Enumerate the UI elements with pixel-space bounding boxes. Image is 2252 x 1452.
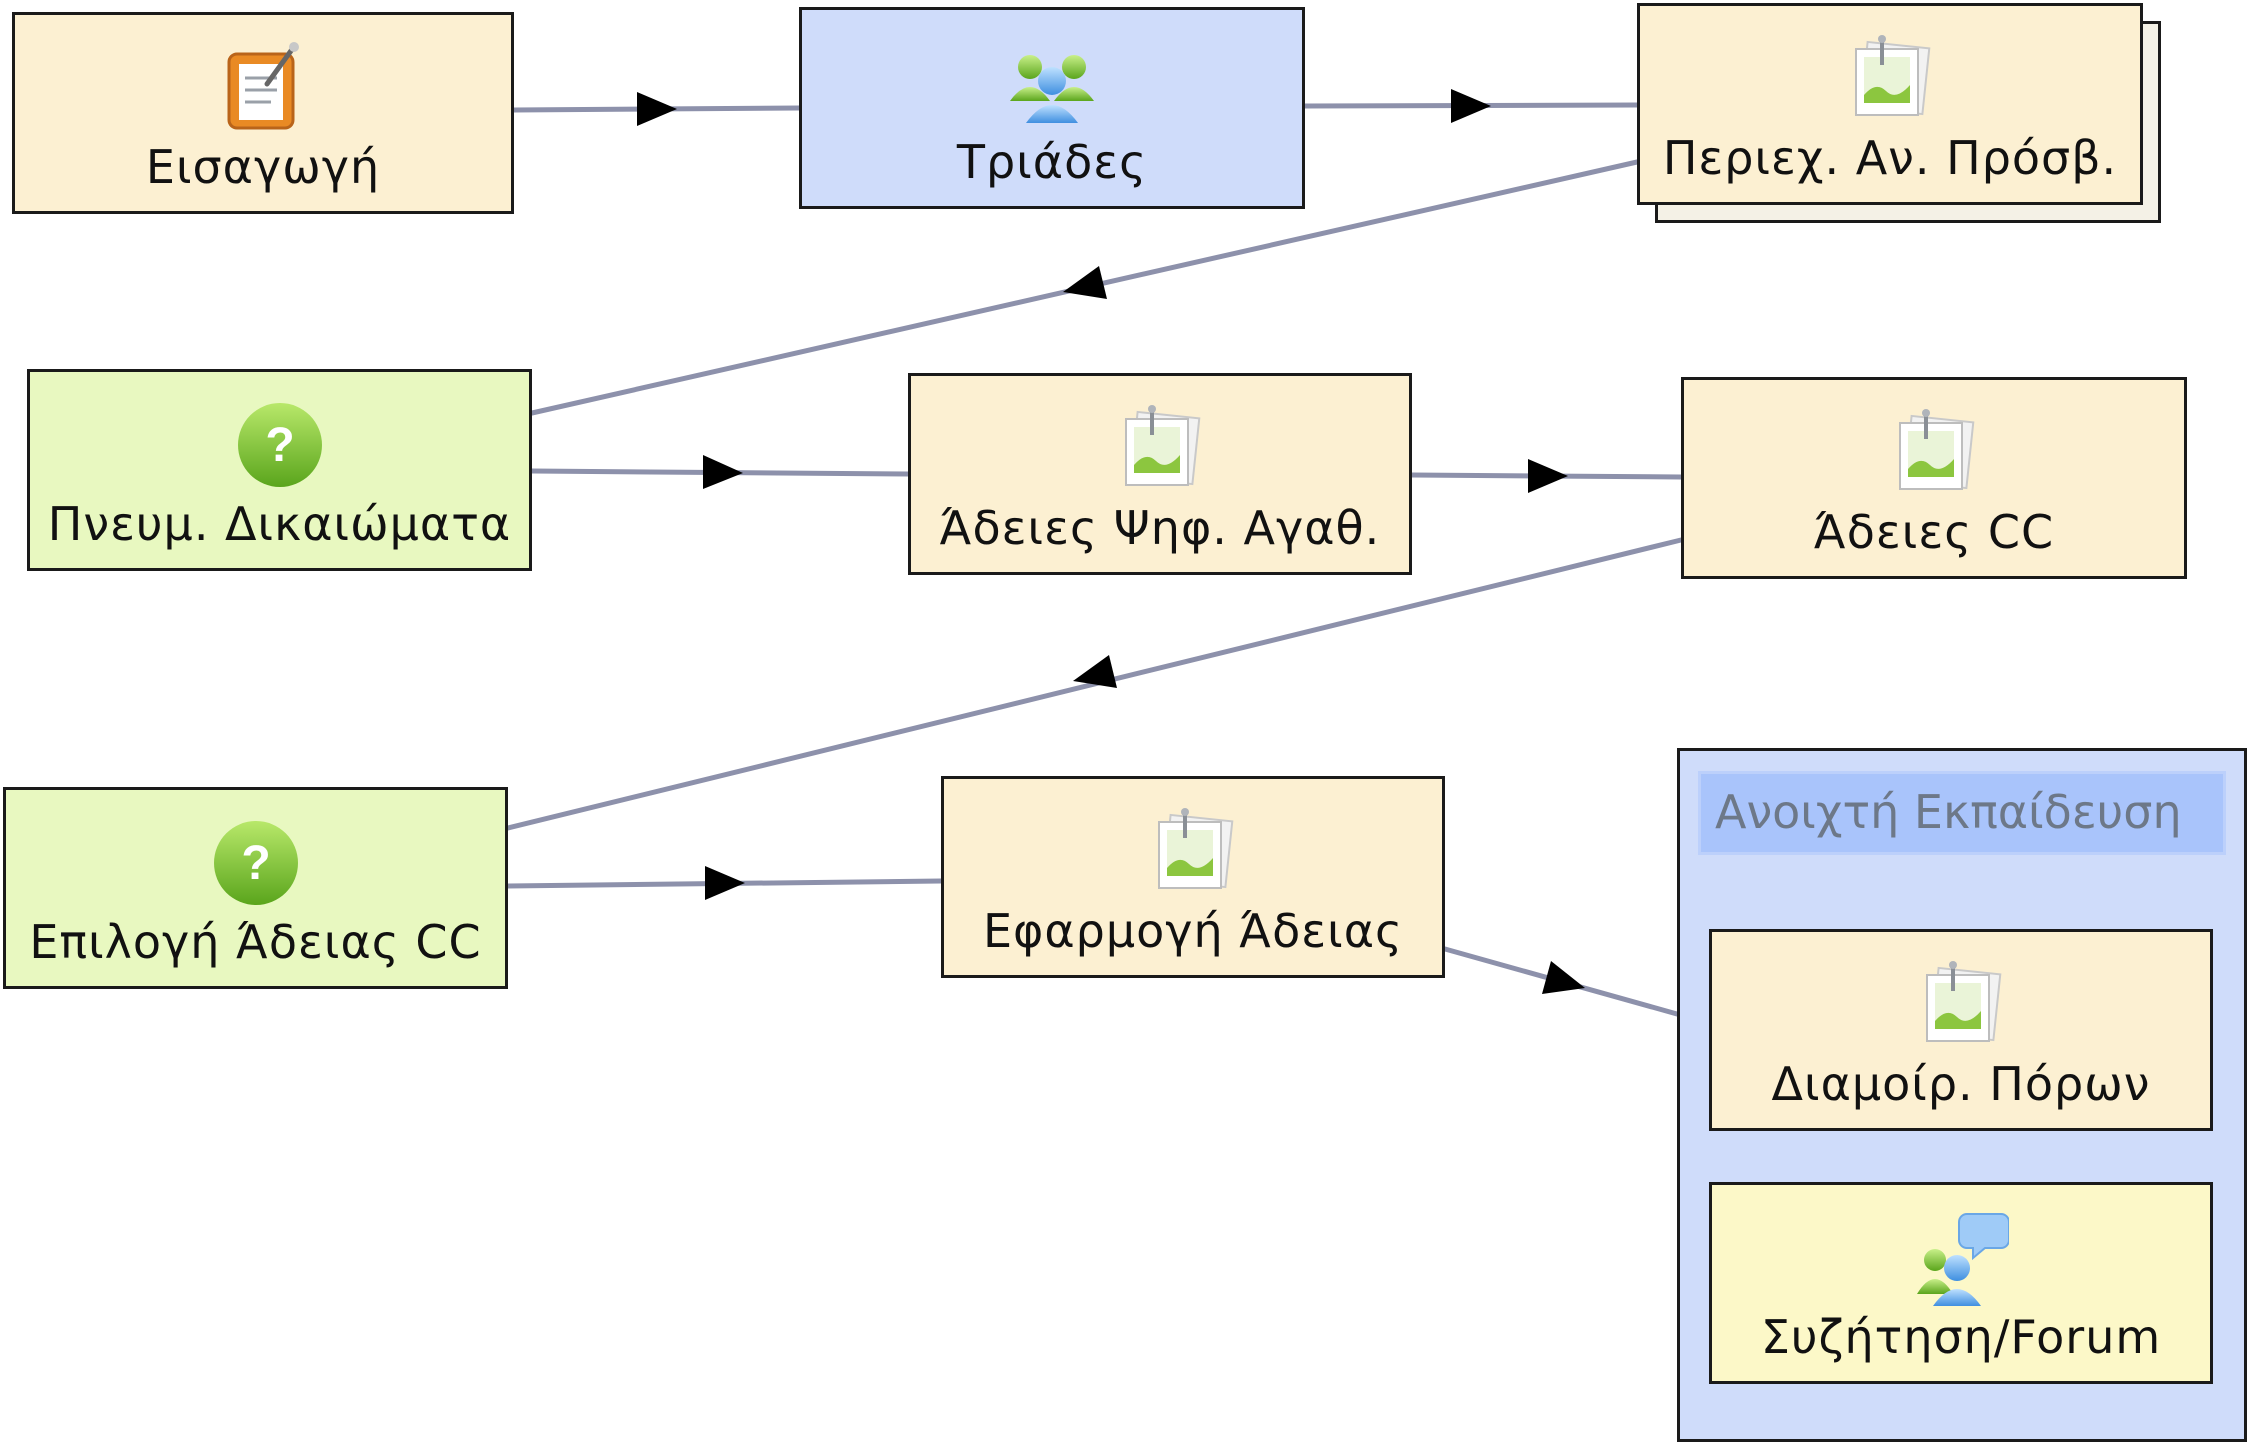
node-open-access-content[interactable]: Περιεχ. Αν. Πρόσβ. — [1637, 3, 2143, 205]
group-users-icon — [1010, 55, 1094, 124]
arrowhead-n5-n6 — [1528, 459, 1568, 493]
svg-text:?: ? — [265, 419, 294, 472]
image-resource-icon — [1125, 405, 1201, 487]
node-forum[interactable]: Συζήτηση/Forum — [1709, 1182, 2213, 1384]
node-label: Διαμοίρ. Πόρων — [1771, 1057, 2151, 1112]
node-label: Επιλογή Άδειας CC — [29, 915, 482, 970]
node-choose-cc-license[interactable]: ? Επιλογή Άδειας CC — [3, 787, 508, 989]
node-digital-goods-licenses[interactable]: Άδειες Ψηφ. Αγαθ. — [908, 373, 1412, 575]
arrowhead-n3-n4 — [1063, 266, 1107, 299]
svg-text:?: ? — [241, 837, 270, 890]
node-cc-licenses[interactable]: Άδειες CC — [1681, 377, 2187, 579]
forum-chat-icon — [1917, 1213, 2009, 1307]
node-groups[interactable]: Τριάδες — [799, 7, 1305, 209]
node-copyright[interactable]: ? Πνευμ. Δικαιώματα — [27, 369, 532, 571]
arrowhead-n1-n2 — [637, 92, 677, 126]
node-label: Άδειες Ψηφ. Αγαθ. — [939, 501, 1381, 556]
arrowhead-n2-n3 — [1451, 89, 1491, 123]
node-label: Εισαγωγή — [145, 140, 381, 195]
arrowhead-n7-n8 — [705, 866, 745, 900]
node-label: Άδειες CC — [1813, 505, 2055, 560]
node-label: Περιεχ. Αν. Πρόσβ. — [1662, 131, 2118, 186]
arrowhead-n8-group — [1542, 961, 1585, 994]
node-label: Πνευμ. Δικαιώματα — [47, 497, 512, 552]
image-resource-icon — [1855, 35, 1931, 117]
arrowhead-n6-n7 — [1073, 655, 1117, 688]
question-icon: ? — [213, 821, 298, 906]
image-resource-icon — [1158, 808, 1234, 890]
node-label: Εφαρμογή Άδειας — [982, 904, 1404, 959]
image-resource-icon — [1899, 409, 1975, 491]
node-label: Συζήτηση/Forum — [1760, 1310, 2162, 1365]
group-title: Ανοιχτή Εκπαίδευση — [1698, 771, 2226, 855]
node-resource-sharing[interactable]: Διαμοίρ. Πόρων — [1709, 929, 2213, 1131]
notebook-icon — [227, 42, 299, 130]
image-resource-icon — [1926, 961, 2002, 1043]
arrowhead-n4-n5 — [703, 455, 743, 489]
node-intro[interactable]: Εισαγωγή — [12, 12, 514, 214]
question-icon: ? — [237, 403, 322, 488]
node-apply-license[interactable]: Εφαρμογή Άδειας — [941, 776, 1445, 978]
node-label: Τριάδες — [956, 135, 1148, 190]
